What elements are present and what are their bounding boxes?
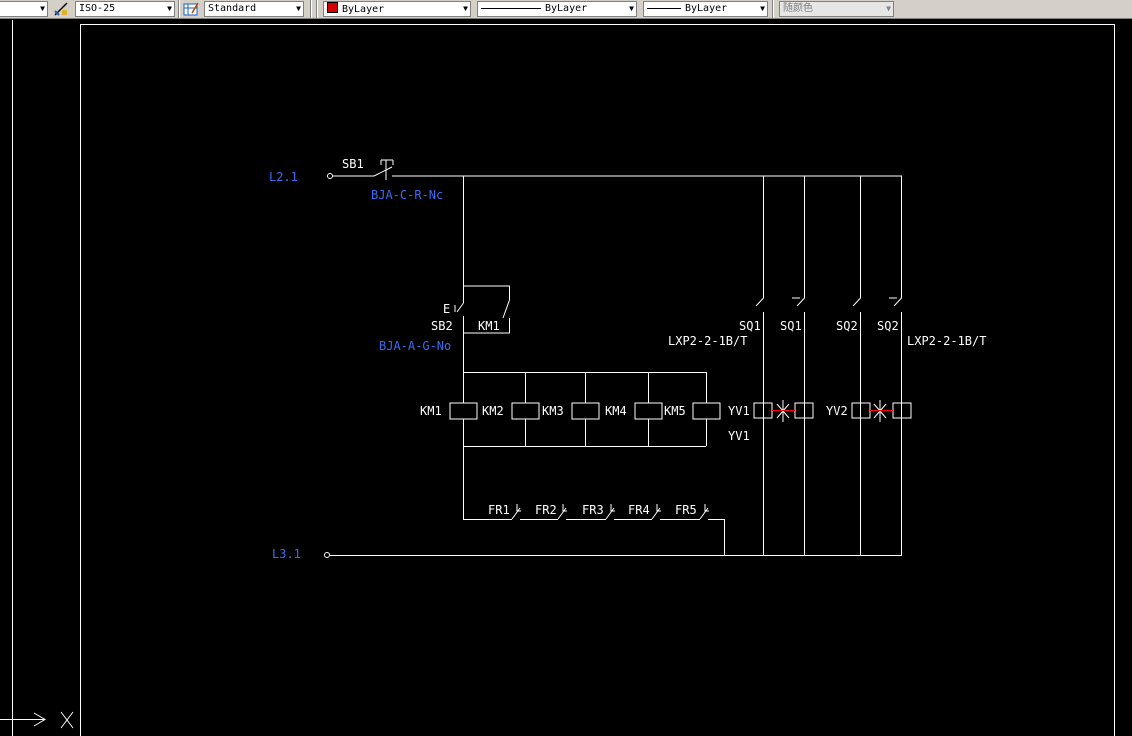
sb2-contact	[454, 300, 464, 372]
label-km3: KM3	[542, 404, 564, 418]
l21-terminal	[327, 173, 333, 179]
km2-coil	[511, 402, 540, 420]
fr1-contact	[511, 504, 521, 520]
color-select[interactable]: ByLayer▼	[323, 1, 471, 17]
fr5-contact	[699, 504, 709, 520]
sb1-contact	[373, 159, 394, 180]
label-km5: KM5	[664, 404, 686, 418]
properties-toolbar: ▼ ISO-25▼ Standard▼ ByLayer▼ ByLayer▼ By…	[0, 0, 1132, 19]
label-l21: L2.1	[269, 170, 298, 184]
label-km1-aux: KM1	[478, 319, 500, 333]
label-sq1-b: SQ1	[780, 319, 802, 333]
label-sb2: SB2	[431, 319, 453, 333]
label-sq2-a: SQ2	[836, 319, 858, 333]
label-yv2: YV2	[826, 404, 848, 418]
color-swatch-icon	[327, 2, 338, 13]
label-sb2-e: E	[443, 302, 450, 316]
dim-style-select[interactable]: ISO-25▼	[75, 1, 175, 17]
plot-style-select[interactable]: 随颜色▼	[779, 1, 894, 17]
label-fr4: FR4	[628, 503, 650, 517]
km4-coil	[634, 402, 663, 420]
lineweight-value: ByLayer	[685, 3, 728, 14]
km1-coil	[449, 402, 478, 420]
label-fr1: FR1	[488, 503, 510, 517]
toolbar-separator	[772, 0, 774, 18]
linetype-value: ByLayer	[545, 3, 588, 14]
km3-coil	[571, 402, 600, 420]
plot-style-value: 随颜色	[783, 3, 813, 14]
label-sb1-model: BJA-C-R-Nc	[371, 188, 443, 202]
lineweight-select[interactable]: ByLayer▼	[643, 1, 768, 17]
label-sq1-a: SQ1	[739, 319, 761, 333]
label-fr2: FR2	[535, 503, 557, 517]
km5-coil	[692, 402, 721, 420]
toolbar-separator	[178, 0, 180, 18]
km1-aux-contact	[463, 285, 510, 334]
label-l31: L3.1	[272, 547, 301, 561]
label-km2: KM2	[482, 404, 504, 418]
sq2-contact-a	[852, 297, 861, 555]
label-yv1: YV1	[728, 404, 750, 418]
ucs-x-axis-icon	[0, 711, 74, 729]
linetype-preview-icon	[481, 7, 541, 9]
sq1-contact-a	[755, 297, 764, 555]
label-fr3: FR3	[582, 503, 604, 517]
label-fr5: FR5	[675, 503, 697, 517]
label-sb1: SB1	[342, 157, 364, 171]
label-lxp-right: LXP2-2-1B/T	[907, 334, 986, 348]
toolbar-separator	[316, 0, 318, 18]
label-km1: KM1	[420, 404, 442, 418]
schematic	[324, 159, 912, 558]
sq1-contact-b	[792, 297, 805, 555]
label-sb2-model: BJA-A-G-No	[379, 339, 451, 353]
label-lxp-left: LXP2-2-1B/T	[668, 334, 747, 348]
sq2-contact-b	[889, 297, 902, 555]
label-km4: KM4	[605, 404, 627, 418]
lineweight-preview-icon	[647, 7, 681, 9]
linetype-select[interactable]: ByLayer▼	[477, 1, 637, 17]
label-sq2-b: SQ2	[877, 319, 899, 333]
layer-dropdown-tail[interactable]: ▼	[0, 1, 48, 17]
dim-style-icon[interactable]	[53, 1, 69, 17]
toolbar-separator	[310, 0, 312, 18]
table-style-icon[interactable]	[183, 1, 199, 17]
label-yv1-below: YV1	[728, 429, 750, 443]
fr2-contact	[557, 504, 567, 520]
drawing-canvas[interactable]: SB1 E SB2 KM1 SQ1 SQ1 SQ2 SQ2 LXP2-2-1B/…	[0, 18, 1132, 736]
dim-style-value: ISO-25	[79, 3, 116, 14]
color-value: ByLayer	[342, 4, 385, 15]
fr3-contact	[605, 504, 615, 520]
table-style-value: Standard	[208, 3, 257, 14]
table-style-select[interactable]: Standard▼	[204, 1, 304, 17]
l31-terminal	[324, 552, 330, 558]
fr4-contact	[651, 504, 661, 520]
